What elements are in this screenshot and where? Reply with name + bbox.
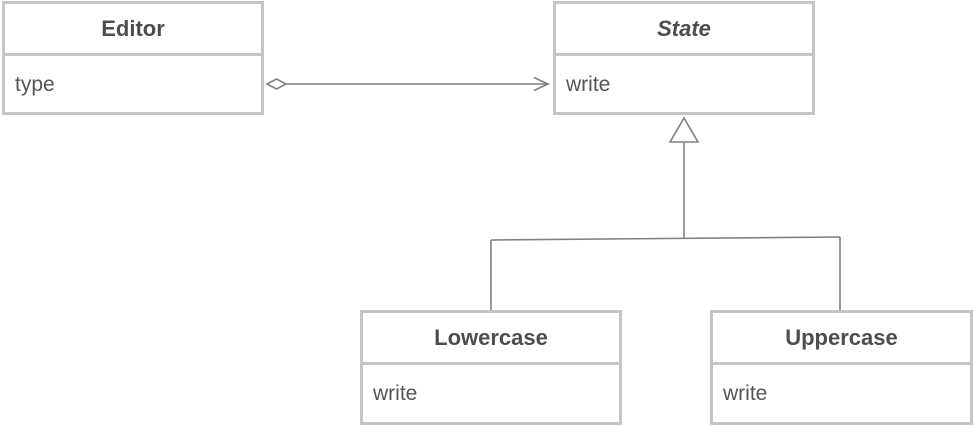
inheritance-branch-line (490, 236, 841, 241)
class-uppercase-name: Uppercase (713, 313, 970, 365)
class-lowercase-name: Lowercase (363, 313, 619, 365)
inheritance-triangle-icon (668, 116, 700, 143)
class-lowercase-member: write (373, 382, 418, 405)
class-state[interactable]: State write (553, 1, 815, 115)
class-uppercase[interactable]: Uppercase write (710, 310, 973, 425)
class-editor[interactable]: Editor type (2, 1, 264, 115)
generalization-tree (490, 116, 841, 311)
class-state-name: State (556, 4, 812, 56)
class-lowercase[interactable]: Lowercase write (360, 310, 622, 425)
aggregation-editor-state (265, 76, 550, 92)
class-editor-member: type (15, 73, 55, 96)
aggregation-diamond-icon (265, 78, 288, 90)
class-uppercase-member: write (723, 382, 768, 405)
class-state-member: write (566, 73, 611, 96)
class-editor-name: Editor (5, 4, 261, 56)
open-arrowhead-icon (533, 76, 550, 92)
